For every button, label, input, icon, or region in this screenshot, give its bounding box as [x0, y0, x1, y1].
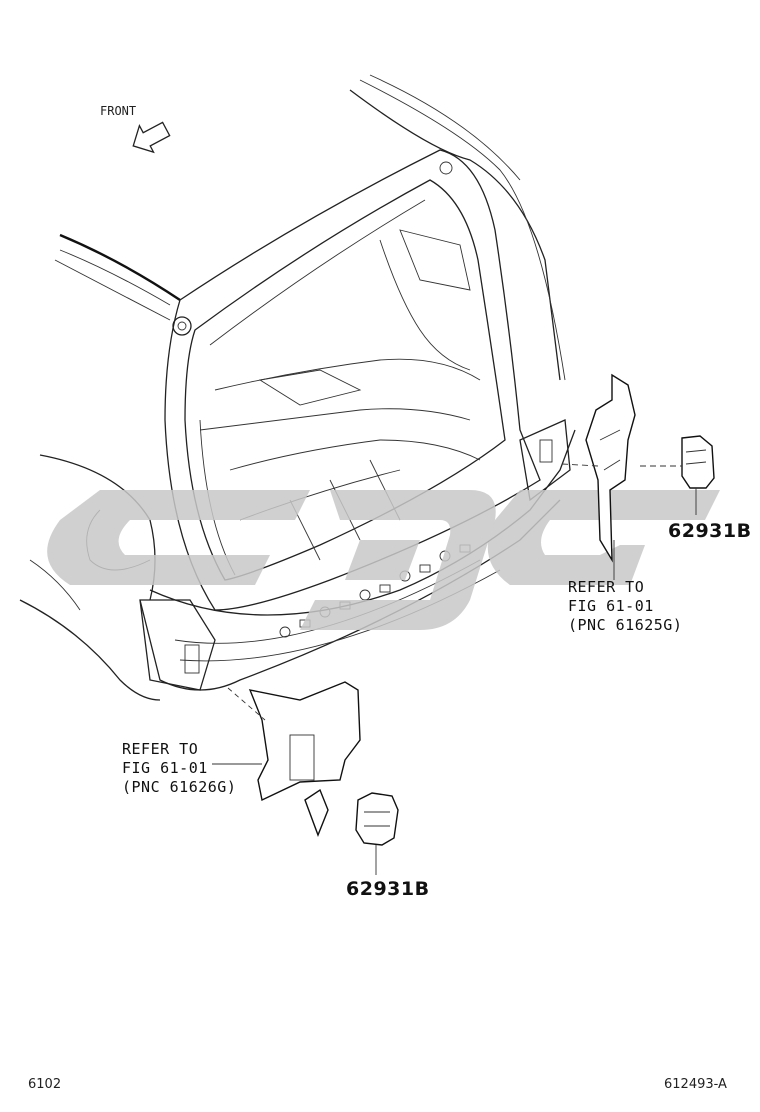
watermark-logo: [47, 490, 720, 630]
body-outline: [19, 74, 576, 701]
left-part-62931B: [355, 792, 399, 846]
front-label: FRONT: [100, 104, 137, 118]
right-refer-line2: FIG 61-01: [568, 597, 654, 615]
right-refer-line3: (PNC 61625G): [568, 616, 683, 634]
right-part-62931B: [681, 435, 715, 489]
right-part-number: 62931B: [668, 520, 752, 542]
footer-right-code: 612493-A: [664, 1077, 727, 1092]
right-refer-part: [585, 373, 636, 563]
footer-left-code: 6102: [28, 1077, 62, 1092]
front-arrow-icon: [132, 121, 171, 154]
left-refer-line1: REFER TO: [122, 740, 199, 758]
right-refer-line1: REFER TO: [568, 578, 645, 596]
left-refer-part: [248, 681, 361, 837]
left-refer-line3: (PNC 61626G): [122, 778, 237, 796]
left-part-number: 62931B: [346, 878, 430, 900]
left-refer-line2: FIG 61-01: [122, 759, 208, 777]
